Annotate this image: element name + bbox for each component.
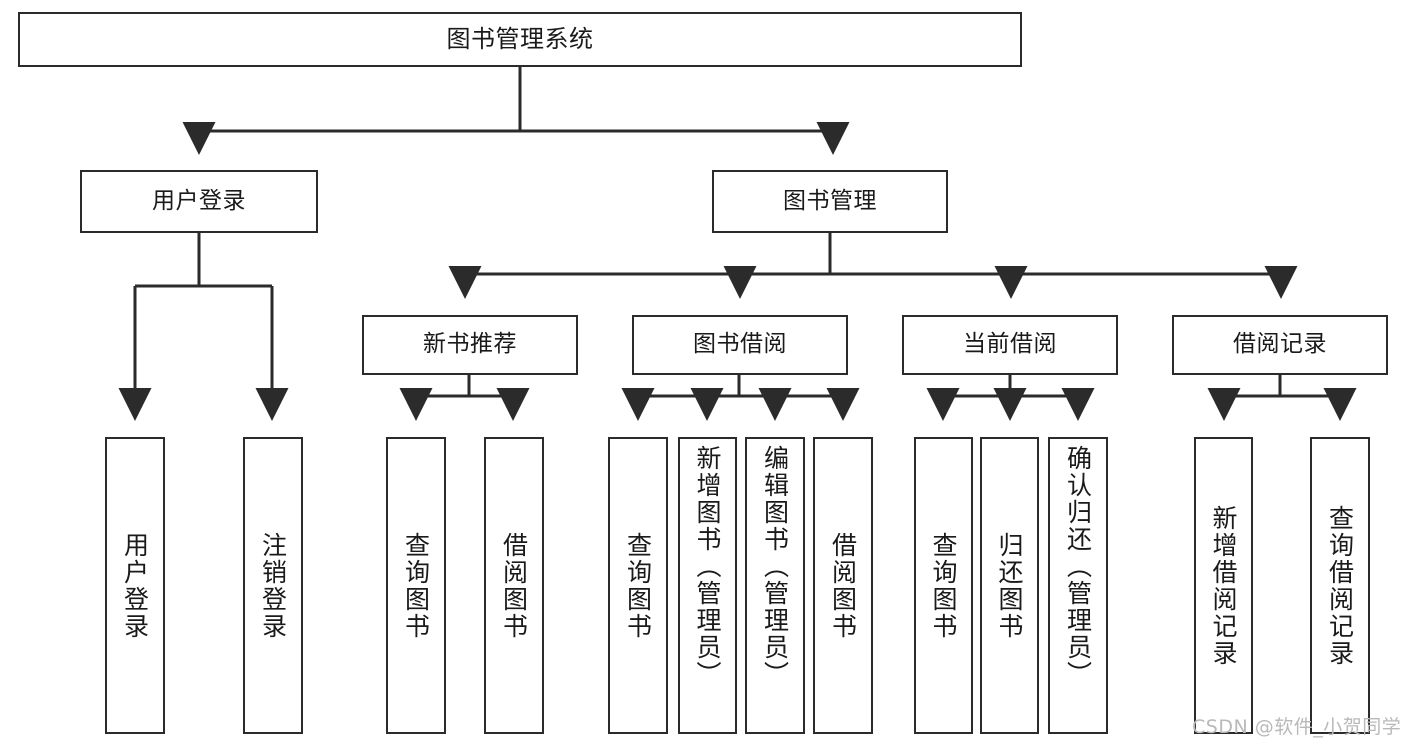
node-book-borrow-label: 图书借阅 (693, 331, 787, 358)
leaf-current-borrow-2-label: 归还图书 (995, 531, 1024, 640)
leaf-new-book-rec-1-label: 查询图书 (401, 531, 431, 640)
node-book-manage-label: 图书管理 (783, 187, 877, 214)
leaf-book-borrow-2-label: 新增图书（管理员） (693, 445, 722, 688)
leaf-current-borrow-1[interactable]: 查询图书 (914, 437, 973, 734)
node-new-book-rec[interactable]: 新书推荐 (362, 315, 578, 375)
node-root-label: 图书管理系统 (446, 25, 594, 54)
leaf-current-borrow-2[interactable]: 归还图书 (980, 437, 1039, 734)
leaf-new-book-rec-2[interactable]: 借阅图书 (484, 437, 544, 734)
node-borrow-record-label: 借阅记录 (1233, 331, 1327, 358)
leaf-book-borrow-4[interactable]: 借阅图书 (813, 437, 873, 734)
node-new-book-rec-label: 新书推荐 (423, 331, 517, 358)
node-current-borrow-label: 当前借阅 (963, 331, 1057, 358)
leaf-user-login-1[interactable]: 用户登录 (105, 437, 165, 734)
leaf-book-borrow-1-label: 查询图书 (623, 531, 653, 640)
leaf-borrow-record-1-label: 新增借阅记录 (1209, 504, 1238, 667)
leaf-current-borrow-3[interactable]: 确认归还（管理员） (1048, 437, 1108, 734)
leaf-borrow-record-2-label: 查询借阅记录 (1325, 504, 1355, 667)
leaf-current-borrow-3-label: 确认归还（管理员） (1063, 445, 1093, 688)
node-book-borrow[interactable]: 图书借阅 (632, 315, 848, 375)
leaf-book-borrow-1[interactable]: 查询图书 (608, 437, 668, 734)
leaf-borrow-record-1[interactable]: 新增借阅记录 (1194, 437, 1253, 734)
leaf-user-login-1-label: 用户登录 (120, 531, 150, 640)
leaf-book-borrow-3-label: 编辑图书（管理员） (760, 445, 790, 688)
csdn-watermark: CSDN @软件_小贺同学 (1192, 716, 1402, 738)
leaf-book-borrow-2[interactable]: 新增图书（管理员） (678, 437, 737, 734)
leaf-user-login-2[interactable]: 注销登录 (243, 437, 303, 734)
node-user-login[interactable]: 用户登录 (80, 170, 318, 233)
leaf-user-login-2-label: 注销登录 (258, 531, 288, 640)
leaf-new-book-rec-1[interactable]: 查询图书 (386, 437, 446, 734)
node-borrow-record[interactable]: 借阅记录 (1172, 315, 1388, 375)
node-user-login-label: 用户登录 (152, 187, 246, 214)
node-root[interactable]: 图书管理系统 (18, 12, 1022, 67)
leaf-book-borrow-4-label: 借阅图书 (828, 531, 858, 640)
leaf-new-book-rec-2-label: 借阅图书 (499, 531, 529, 640)
leaf-book-borrow-3[interactable]: 编辑图书（管理员） (745, 437, 805, 734)
node-current-borrow[interactable]: 当前借阅 (902, 315, 1118, 375)
leaf-current-borrow-1-label: 查询图书 (929, 531, 958, 640)
leaf-borrow-record-2[interactable]: 查询借阅记录 (1310, 437, 1370, 734)
node-book-manage[interactable]: 图书管理 (712, 170, 948, 233)
